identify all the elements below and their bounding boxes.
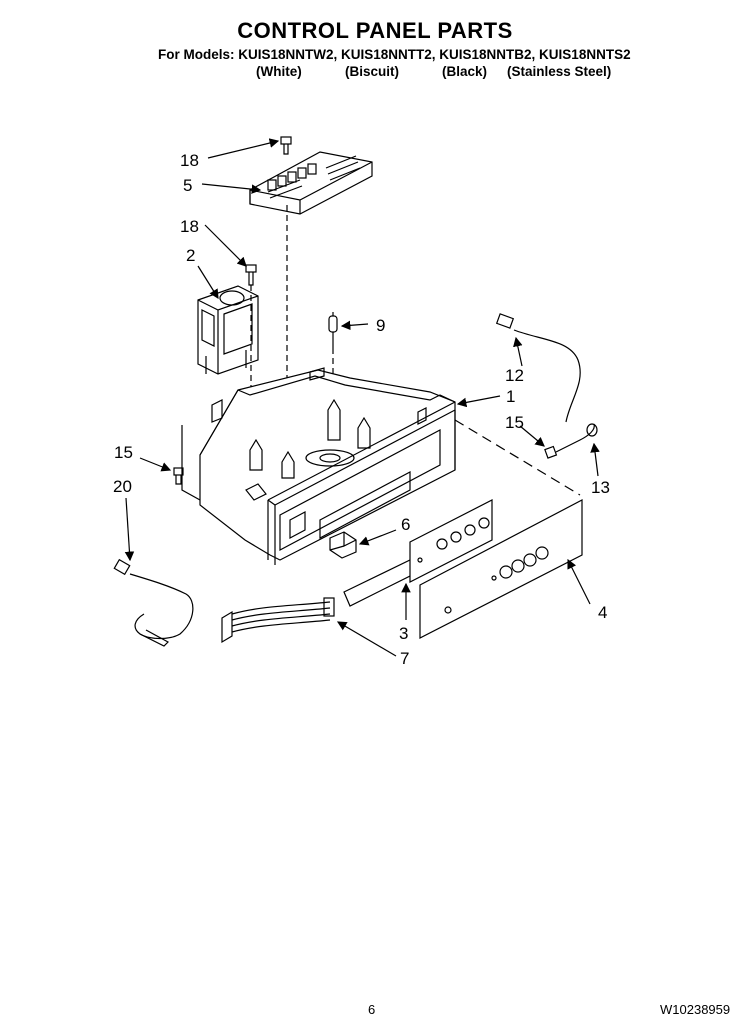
control-board-part <box>249 151 373 215</box>
sensor-wire-part <box>113 558 194 647</box>
callout-20: 20 <box>113 477 132 496</box>
control-overlay-part <box>409 499 493 583</box>
callout-7: 7 <box>400 649 409 668</box>
control-housing-part <box>181 367 456 565</box>
ground-wire-part <box>555 423 598 453</box>
callout-12: 12 <box>505 366 524 385</box>
wire-harness-12-part <box>495 313 581 423</box>
callout-4: 4 <box>598 603 607 622</box>
thermistor-part <box>328 312 338 348</box>
callout-2: 2 <box>186 246 195 265</box>
document-number: W10238959 <box>660 1002 731 1017</box>
control-panel-cover-part <box>419 499 583 639</box>
callout-9: 9 <box>376 316 385 335</box>
ribbon-cable-part <box>221 597 335 644</box>
callout-3: 3 <box>399 624 408 643</box>
callout-18-top: 18 <box>180 151 199 170</box>
callout-18-middle: 18 <box>180 217 199 236</box>
callout-13: 13 <box>591 478 610 497</box>
switch-part <box>329 531 357 559</box>
transformer-part <box>197 285 259 375</box>
page-number: 6 <box>368 1002 376 1017</box>
screw-15-right-part <box>544 445 558 459</box>
screw-part <box>280 136 292 155</box>
models-line: For Models: KUIS18NNTW2, KUIS18NNTT2, KU… <box>158 47 631 62</box>
finish-biscuit: (Biscuit) <box>345 64 399 79</box>
page-title: CONTROL PANEL PARTS <box>237 18 513 43</box>
finish-black: (Black) <box>442 64 488 79</box>
finish-stainless-steel: (Stainless Steel) <box>507 64 612 79</box>
callout-6: 6 <box>401 515 410 534</box>
callout-15-left: 15 <box>114 443 133 462</box>
callout-1: 1 <box>506 387 515 406</box>
leader-lines <box>124 138 600 657</box>
callout-5: 5 <box>183 176 192 195</box>
callout-15-right: 15 <box>505 413 524 432</box>
finish-white: (White) <box>256 64 302 79</box>
screw-15-left-part <box>173 467 184 485</box>
